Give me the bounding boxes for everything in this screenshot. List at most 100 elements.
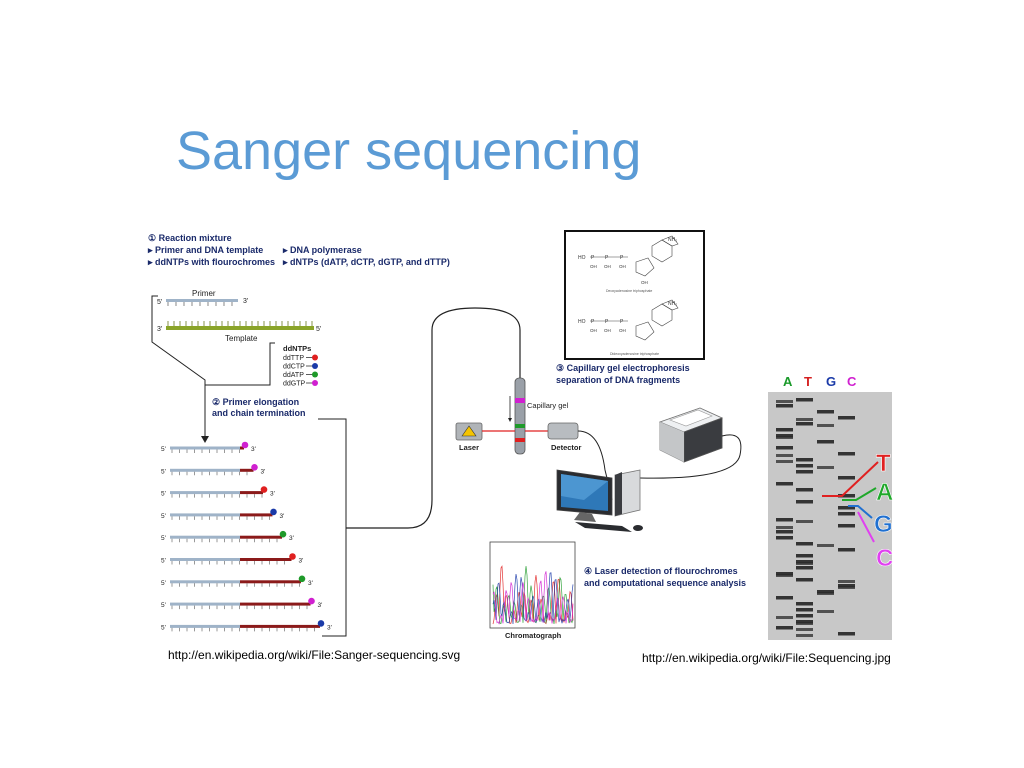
ddntp-legend-dot	[312, 380, 318, 386]
ddntp-legend-dot	[312, 371, 318, 378]
dATP-structure: HO P P P OH OH OH NH₂ OH Deoxyadenosine …	[578, 235, 679, 293]
svg-text:3': 3'	[270, 491, 275, 498]
svg-text:P: P	[605, 255, 609, 261]
ddntp-connector	[205, 342, 275, 386]
gel-lane-label-t: T	[804, 374, 812, 389]
call-letter-t: T	[876, 450, 891, 477]
step1-item-dntps: ▸ dNTPs (dATP, dCTP, dGTP, and dTTP)	[282, 257, 450, 267]
svg-text:P: P	[620, 319, 624, 325]
call-letter-a: A	[876, 479, 893, 506]
laser-warning-icon	[461, 425, 477, 437]
step1-item-ddntps: ▸ ddNTPs with flourochromes	[147, 257, 275, 267]
svg-text:3': 3'	[327, 624, 332, 631]
elongation-arrow	[201, 436, 209, 443]
fragment: 5' 3'	[161, 620, 332, 632]
structure-caption-1: Deoxyadenosine triphosphate	[606, 289, 652, 293]
image-credit-right[interactable]: http://en.wikipedia.org/wiki/File:Sequen…	[642, 651, 891, 665]
migration-arrowhead	[508, 418, 512, 422]
ddntp-legend-dot	[312, 363, 318, 369]
fragment: 5' 3'	[161, 464, 266, 476]
svg-text:HO: HO	[578, 255, 586, 261]
svg-text:3': 3'	[251, 446, 256, 453]
svg-text:3': 3'	[280, 513, 285, 520]
svg-text:OH: OH	[619, 328, 626, 333]
fragment: 5'3'	[161, 553, 304, 565]
gel-lane-label-a: A	[783, 374, 793, 389]
structure-caption-2: Dideoxyadenosine triphosphate	[610, 352, 659, 356]
printer-cable	[639, 434, 742, 479]
svg-text:3': 3'	[289, 535, 294, 542]
call-line-a	[842, 487, 877, 501]
step3-title-line1: ③ Capillary gel electrophoresis	[556, 363, 690, 373]
svg-text:5': 5'	[161, 535, 166, 542]
chromatogram-traces	[492, 565, 574, 625]
step3-title-line2: separation of DNA fragments	[556, 375, 680, 385]
step2-title-line1: ② Primer elongation	[212, 397, 299, 407]
fragment: 5' 3'	[161, 597, 323, 610]
ddntp-legend-label: ddTTP	[283, 355, 304, 362]
ddntp-legend-label: ddATP	[283, 372, 304, 379]
image-credit-left[interactable]: http://en.wikipedia.org/wiki/File:Sanger…	[168, 648, 461, 662]
ddATP-structure: HO P P P OH OH OH NH₂ Dideoxyadenosine t…	[578, 299, 679, 356]
svg-text:P: P	[620, 255, 624, 261]
svg-text:P: P	[605, 319, 609, 325]
svg-text:P: P	[591, 255, 595, 261]
call-line-t	[822, 461, 879, 497]
laser-label: Laser	[459, 443, 479, 452]
call-letter-c: C	[876, 545, 893, 572]
svg-text:OH: OH	[590, 328, 597, 333]
svg-text:OH: OH	[590, 264, 597, 269]
fragment-ladder: 5'3'5'3'5'3'5'3'5'3'5'3'5'3'5'3'5'3'	[161, 441, 332, 632]
step4-title-line2: and computational sequence analysis	[584, 578, 746, 588]
slide-title: Sanger sequencing	[176, 121, 642, 181]
gel-bands	[776, 398, 855, 637]
capillary-gel-column	[514, 377, 526, 455]
call-letter-g: G	[874, 511, 893, 538]
ddntp-legend-dot	[312, 354, 318, 361]
gel-lane-label-g: G	[826, 374, 836, 389]
gel-lane-label-c: C	[847, 374, 857, 389]
step1-title: ① Reaction mixture	[148, 233, 232, 243]
svg-text:3': 3'	[261, 468, 266, 475]
svg-text:NH₂: NH₂	[668, 237, 677, 243]
chromatograph-label: Chromatograph	[505, 631, 562, 640]
detector-device	[547, 422, 579, 440]
ddntps-title: ddNTPs	[283, 344, 311, 353]
svg-text:3': 3'	[308, 580, 313, 587]
capillary-tube	[346, 307, 521, 529]
svg-text:OH: OH	[604, 328, 611, 333]
svg-text:5': 5'	[161, 513, 166, 520]
svg-text:3': 3'	[318, 602, 323, 609]
svg-text:5': 5'	[161, 446, 166, 453]
structures-box	[564, 230, 705, 360]
call-line-g	[848, 505, 873, 519]
fragment: 5' 3'	[161, 530, 294, 543]
template-label: Template	[225, 334, 258, 343]
capillary-band-1	[515, 398, 525, 403]
template-ticks	[167, 321, 313, 326]
computer-icon	[556, 469, 643, 532]
capillary-gel-label: Capillary gel	[527, 401, 569, 410]
svg-text:HO: HO	[578, 319, 586, 325]
ddntp-legend-label: ddCTP	[283, 364, 305, 371]
svg-text:NH₂: NH₂	[668, 301, 677, 307]
template-strand	[166, 326, 314, 330]
detector-label: Detector	[551, 443, 582, 452]
ddntp-legend-label: ddGTP	[283, 381, 306, 388]
svg-text:5': 5'	[161, 491, 166, 498]
primer-label: Primer	[192, 289, 216, 298]
mixture-connector	[151, 295, 206, 438]
gel-lane-labels: A T G C	[783, 374, 857, 389]
primer-ticks	[167, 302, 233, 306]
svg-text:5': 5'	[161, 468, 166, 475]
svg-text:5': 5'	[161, 602, 166, 609]
svg-text:3': 3'	[299, 558, 304, 565]
svg-text:P: P	[591, 319, 595, 325]
step1-item-primer: ▸ Primer and DNA template	[147, 245, 263, 255]
template-three-prime: 3'	[157, 326, 162, 333]
step1-item-polymerase: ▸ DNA polymerase	[282, 245, 362, 255]
svg-text:5': 5'	[161, 624, 166, 631]
fragment: 5'3'	[161, 575, 313, 587]
call-line-c	[857, 511, 875, 543]
